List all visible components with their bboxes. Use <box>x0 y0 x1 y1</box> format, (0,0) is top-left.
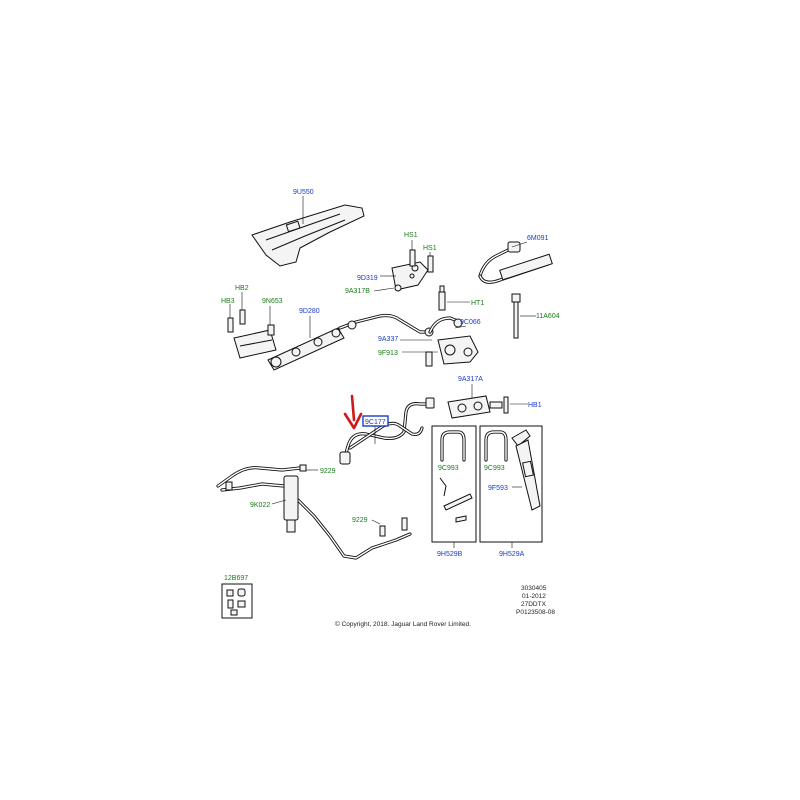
label-9229-a: 9229 <box>320 468 336 475</box>
fuel-rail-9d280 <box>267 313 434 371</box>
clamp-9a317a <box>447 384 528 419</box>
label-9n653: 9N653 <box>262 298 283 305</box>
highlight-arrow-icon <box>343 394 363 430</box>
label-9a317a: 9A317A <box>458 376 483 383</box>
label-hs1-a: HS1 <box>404 232 418 239</box>
label-9h529a: 9H529A <box>499 551 525 558</box>
engine-cover <box>251 196 365 267</box>
ref-code-4: P0123508-08 <box>516 609 555 616</box>
label-hb1: HB1 <box>528 402 542 409</box>
label-9d319: 9D319 <box>357 275 378 282</box>
label-9c177-box <box>362 415 389 427</box>
label-9a337: 9A337 <box>378 336 398 343</box>
label-9u550: 9U550 <box>293 189 314 196</box>
label-9c993-a: 9C993 <box>438 465 459 472</box>
fuel-pump-assembly <box>400 316 479 367</box>
hose-assembly-9k022 <box>216 464 412 560</box>
ref-code-1: 3030405 <box>521 585 547 592</box>
glow-plug-11a604 <box>511 293 536 339</box>
label-9k022: 9K022 <box>250 502 270 509</box>
ref-code-2: 01-2012 <box>522 593 546 600</box>
label-9c066: 9C066 <box>460 319 481 326</box>
label-12b697: 12B697 <box>224 575 248 582</box>
kit-9h529a <box>479 425 543 548</box>
label-9c177: 9C177 <box>365 419 386 426</box>
label-hb2: HB2 <box>235 285 249 292</box>
label-9d280: 9D280 <box>299 308 320 315</box>
kit-9h529b <box>431 425 477 548</box>
glow-plug-ht1 <box>438 285 470 311</box>
label-9f593: 9F593 <box>488 485 508 492</box>
bracket-9n653 <box>227 292 277 359</box>
label-9229-b: 9229 <box>352 517 368 524</box>
label-9c993-b: 9C993 <box>484 465 505 472</box>
label-hb3: HB3 <box>221 298 235 305</box>
label-9f913: 9F913 <box>378 350 398 357</box>
label-hs1-b: HS1 <box>423 245 437 252</box>
ref-code-3: 27DDTX <box>521 601 547 608</box>
fastener-kit-12b697 <box>221 583 253 619</box>
fuel-rail-6m091 <box>478 241 553 284</box>
label-ht1: HT1 <box>471 300 484 307</box>
label-9a317b: 9A317B <box>345 288 370 295</box>
label-11a604: 11A604 <box>536 313 560 320</box>
label-9h529b: 9H529B <box>437 551 463 558</box>
label-6m091: 6M091 <box>527 235 549 242</box>
bracket-9d319 <box>373 240 434 292</box>
copyright-notice: © Copyright, 2018. Jaguar Land Rover Lim… <box>335 620 471 628</box>
